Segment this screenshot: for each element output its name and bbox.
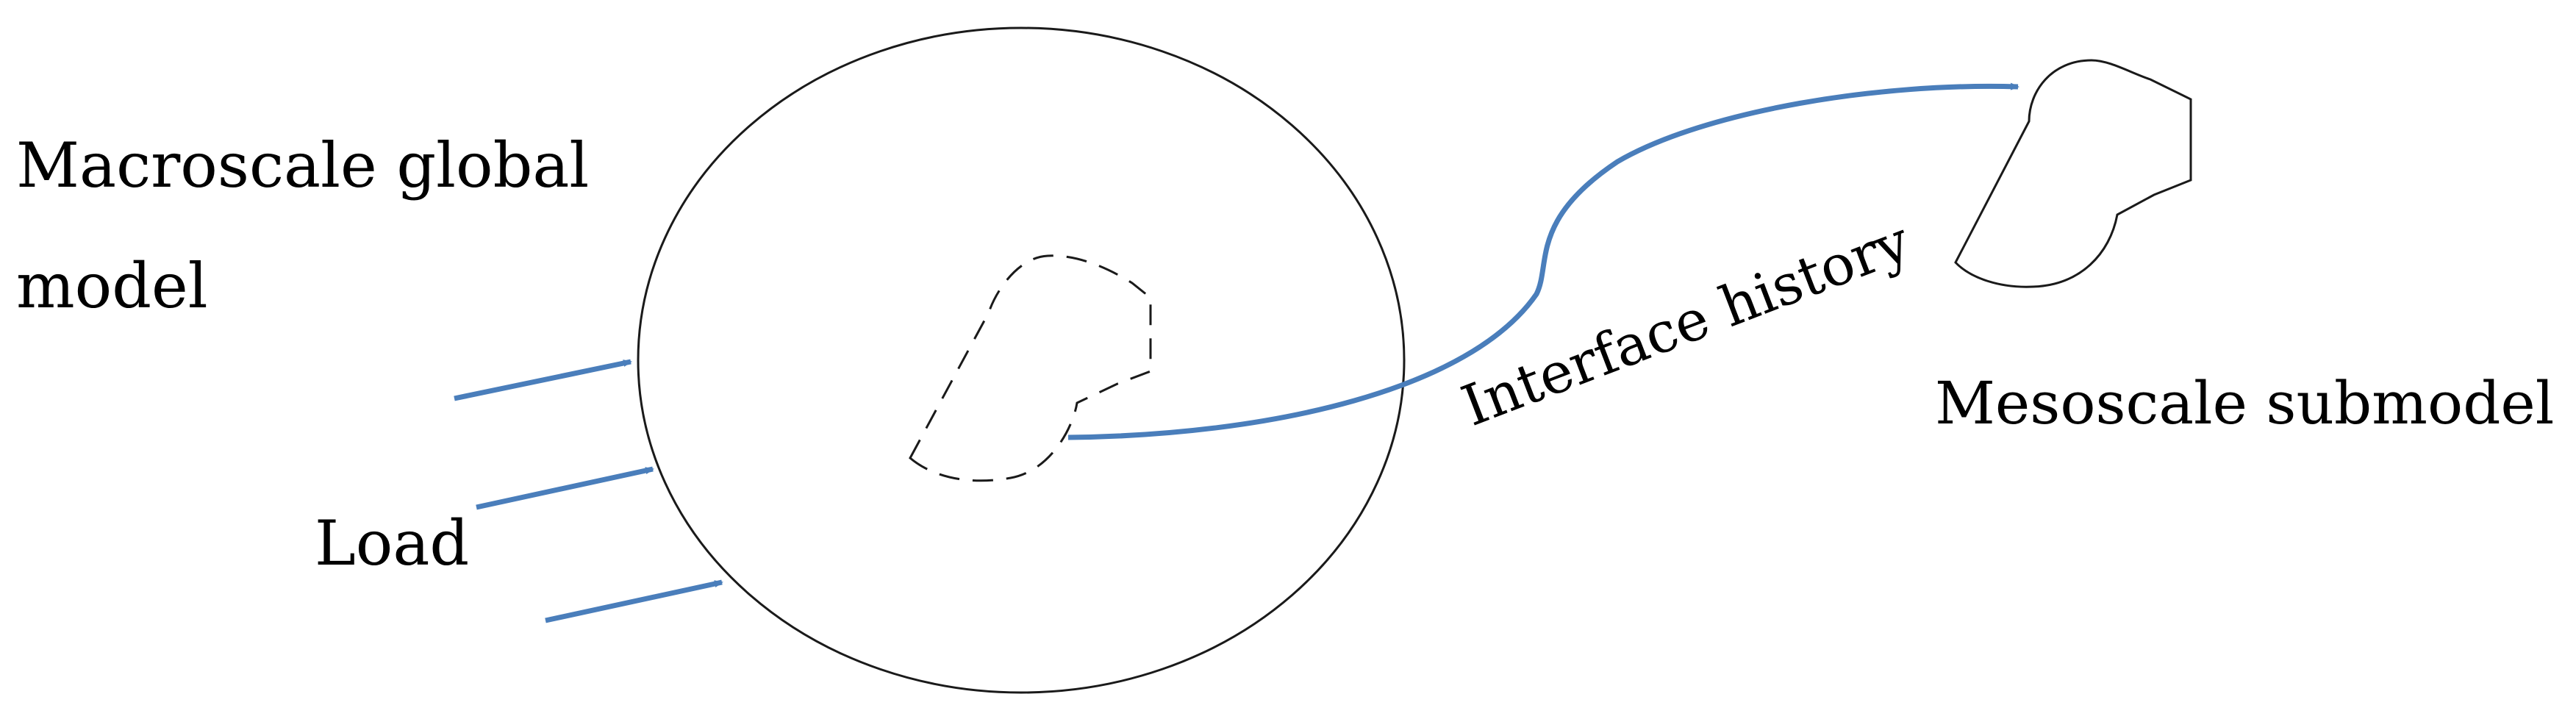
mesoscale-submodel-label: Mesoscale submodel <box>1935 369 2554 437</box>
interface-history-label: Interface history <box>1453 208 1919 439</box>
interface-history-arrow <box>1067 82 2019 440</box>
global-model-label-line2: model <box>16 250 208 322</box>
global-model-label-line1: Macroscale global <box>16 129 589 201</box>
mesoscale-submodel-shape <box>1954 59 2192 288</box>
load-arrow-middle <box>476 466 654 510</box>
global-model-ellipse <box>637 26 1406 694</box>
submodel-region-dashed <box>909 254 1152 482</box>
load-arrow-top <box>454 359 632 401</box>
load-label: Load <box>315 507 469 579</box>
load-arrow-bottom <box>545 579 723 623</box>
